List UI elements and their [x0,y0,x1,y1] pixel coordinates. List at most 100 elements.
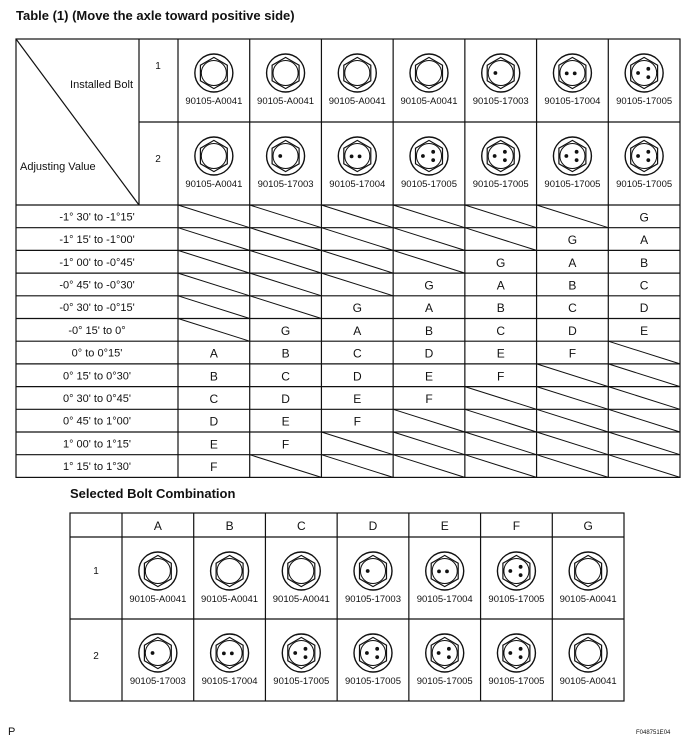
bolt-icon [552,136,593,176]
not-applicable-slash [321,431,394,456]
adjusting-value-label: -1° 00' to -0°45' [59,257,134,269]
bolt-part-number: 90105-A0041 [329,96,386,107]
not-applicable-slash [464,227,537,251]
combination-letter: B [497,301,505,315]
bolt-mark-dot [293,651,298,655]
bolt-mark-dot [303,646,308,651]
bolt-mark-dot [150,651,155,655]
table2-title: Selected Bolt Combination [70,486,236,501]
combination-letter: D [281,392,290,406]
installed-row-2-label: 2 [155,154,161,165]
bolt-mark-dot [646,158,651,163]
combination-letter: G [639,210,648,224]
bolt-part-number: 90105-A0041 [201,594,258,605]
bolt-mark-dot [502,158,507,163]
combination-letter: E [425,369,433,383]
bolt-icon [425,551,465,591]
installed-row-1-label: 1 [155,61,161,72]
combination-letter: D [353,369,362,383]
bolt-mark-dot [446,655,451,660]
bolt-icon [265,136,306,176]
not-applicable-slash [249,227,322,251]
figure-code: F048751E04 [636,730,671,736]
not-applicable-slash [464,204,537,229]
combination-header: F [513,519,520,533]
not-applicable-slash [177,227,250,251]
bolt-mark-dot [303,655,308,660]
bolt-mark-dot [518,564,523,569]
bolt-part-number: 90105-17004 [544,96,600,107]
bolt-mark-dot [564,71,569,76]
bolt-part-number: 90105-17003 [130,676,186,687]
adjusting-value-label: -1° 30' to -1°15' [59,211,134,223]
bolt-mark-dot [492,154,497,158]
not-applicable-slash [321,454,394,478]
combination-letter: F [282,437,289,451]
bolt-icon [281,633,321,673]
combination-letter: G [281,324,290,338]
combination-letter: B [282,347,290,361]
bolt-part-number: 90105-17004 [417,594,473,605]
bolt-mark-dot [365,569,370,573]
bolt-mark-dot [357,154,362,159]
bolt-icon [281,551,321,591]
table1-border [15,38,681,478]
combination-letter: E [282,415,290,429]
bolt-part-number: 90105-A0041 [129,594,186,605]
bolt-icon [568,633,608,673]
combination-letter: C [640,278,649,292]
corner-installed-label: Installed Bolt [70,79,133,91]
not-applicable-slash [392,227,466,251]
bolt-icon [138,633,178,673]
bolt-mark-dot [572,71,577,76]
bolt-icon [138,551,178,591]
bolt-icon [481,136,521,176]
bolt-icon [194,136,234,176]
not-applicable-slash [392,431,466,456]
bolt-mark-dot [436,651,441,655]
adjusting-value-label: 0° 15' to 0°30' [63,370,131,382]
combination-letter: A [568,256,576,270]
not-applicable-slash [464,454,537,478]
combination-letter: E [353,392,361,406]
not-applicable-slash [464,431,537,456]
bolt-icon [624,136,664,176]
bolt-icon [337,136,377,176]
combination-header: C [297,519,306,533]
bolt-icon [496,551,537,591]
not-applicable-slash [608,408,681,433]
combination-letter: A [210,347,218,361]
not-applicable-slash [392,204,466,229]
combination-letter: B [425,324,433,338]
combination-letter: C [210,392,219,406]
combination-letter: A [425,301,433,315]
combination-letter: F [210,460,217,474]
combination-letter: F [354,415,361,429]
not-applicable-slash [321,204,394,229]
bolt-mark-dot [446,646,451,651]
not-applicable-slash [392,408,466,433]
bolt-mark-dot [646,66,651,71]
not-applicable-slash [536,408,609,433]
not-applicable-slash [608,386,681,410]
not-applicable-slash [249,249,322,274]
bolt-mark-dot [431,158,436,163]
not-applicable-slash [536,204,609,229]
bolt-mark-dot [518,646,523,651]
combination-header: E [441,519,449,533]
combination-letter: G [424,278,433,292]
combination-letter: E [210,437,218,451]
bolt-mark-dot [375,646,380,651]
adjusting-value-label: 1° 15' to 1°30' [63,461,131,473]
bolt-part-number: 90105-17005 [401,179,457,190]
bolt-icon [425,633,465,673]
not-applicable-slash [249,272,322,297]
combination-header: B [226,519,234,533]
combination-letter: F [497,369,504,383]
bolt-part-number: 90105-A0041 [560,594,617,605]
not-applicable-slash [536,454,609,478]
adjusting-value-label: 0° 45' to 1°00' [63,416,131,428]
bolt-part-number: 90105-17003 [473,96,529,107]
bolt-part-number: 90105-17003 [345,594,401,605]
